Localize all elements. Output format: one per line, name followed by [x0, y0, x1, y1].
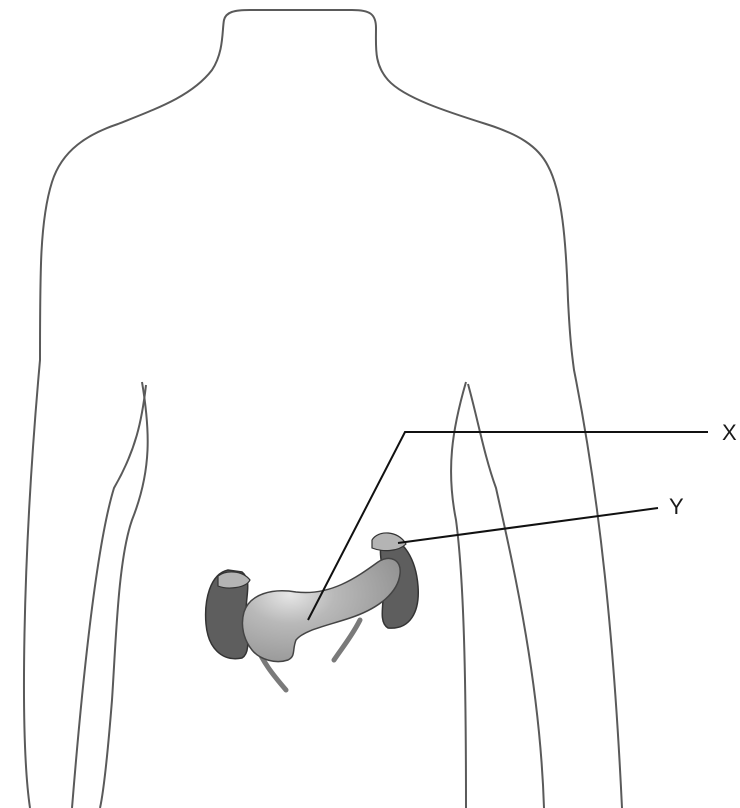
label-x: X: [722, 420, 737, 445]
right-arm-inner-line: [468, 384, 544, 808]
pancreas: [242, 558, 400, 661]
left-arm-inner-line: [100, 382, 148, 808]
label-y: Y: [669, 494, 684, 519]
label-y-leader: [398, 508, 658, 543]
right-arm-inner-line: [451, 382, 466, 808]
right-duct: [334, 620, 360, 660]
